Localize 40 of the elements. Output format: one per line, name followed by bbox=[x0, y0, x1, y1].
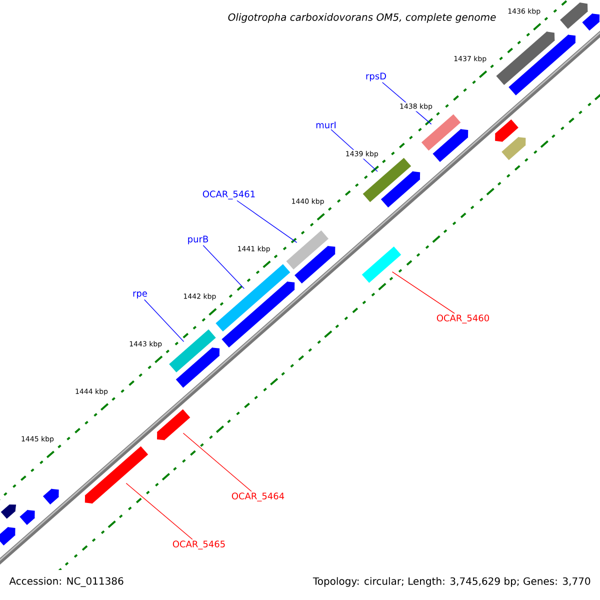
gene-bar bbox=[494, 119, 518, 142]
gene-bar bbox=[0, 526, 16, 546]
leader-line bbox=[126, 482, 193, 540]
gene-label: OCAR_5464 bbox=[232, 492, 284, 502]
gene-bar bbox=[421, 114, 461, 151]
gene-bar bbox=[508, 34, 576, 96]
gene-bar bbox=[496, 31, 555, 86]
gene-bar bbox=[294, 246, 336, 284]
gene-label: murI bbox=[316, 122, 336, 128]
gene-bar bbox=[362, 246, 402, 283]
gene-bar bbox=[169, 329, 216, 372]
gene-label: rpe bbox=[133, 292, 147, 298]
gene-bar bbox=[380, 171, 420, 208]
gene-bar bbox=[432, 128, 468, 162]
leader-line bbox=[182, 432, 252, 492]
gene-bar bbox=[502, 136, 526, 160]
gene-label: rpsD bbox=[366, 72, 386, 82]
leader-line bbox=[202, 245, 245, 289]
gene-label: OCAR_5461 bbox=[202, 190, 255, 200]
gene-bar bbox=[84, 446, 148, 504]
gene-bar bbox=[286, 230, 328, 270]
gene-bar bbox=[216, 264, 290, 332]
gene-bar bbox=[0, 504, 16, 519]
gene-bar bbox=[222, 281, 295, 348]
gene-bar bbox=[582, 13, 600, 31]
gene-bar bbox=[42, 488, 59, 505]
gene-bar bbox=[176, 347, 220, 388]
gene-bar bbox=[156, 409, 190, 440]
title: Oligotropha carboxidovorans OM5, complete genome bbox=[228, 13, 496, 23]
gene-label: OCAR_5465 bbox=[172, 540, 225, 550]
gene-bar bbox=[560, 2, 588, 29]
gene-label: purB bbox=[188, 236, 208, 244]
footer-text: Accession: NC_011386 bbox=[9, 577, 124, 587]
footer-text: Topology: circular; Length: 3,745,629 bp; Genes: 3,770 bbox=[312, 577, 590, 587]
gene-bar bbox=[362, 158, 412, 202]
gene-bar bbox=[20, 510, 35, 526]
gene-label: OCAR_5460 bbox=[436, 314, 489, 324]
leader-line bbox=[144, 299, 184, 342]
leader-line bbox=[236, 200, 298, 243]
leader-line bbox=[392, 271, 455, 314]
